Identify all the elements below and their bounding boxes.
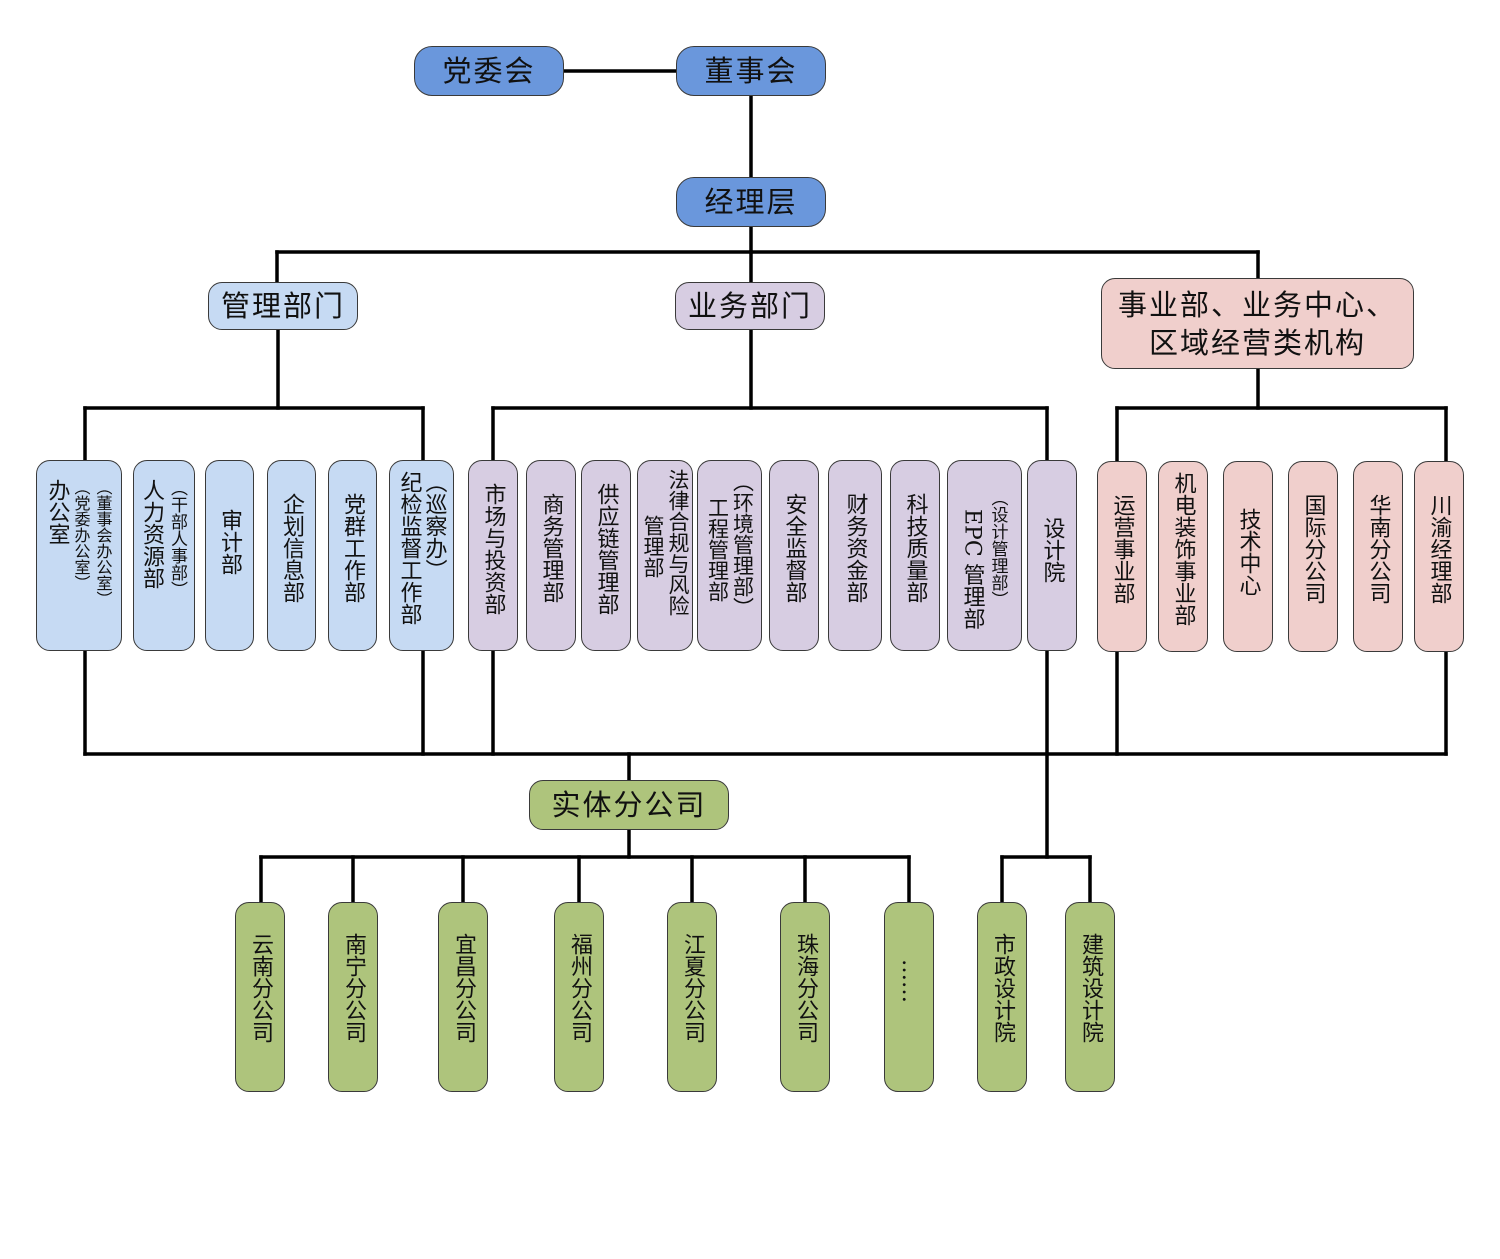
dept-office-line3: 办公室 xyxy=(44,479,70,545)
dept-office: （董事会办公室） （党委办公室） 办公室 xyxy=(36,460,122,651)
branch-more-label: …… xyxy=(897,959,922,1003)
dept-discipline-line1: （巡察办） xyxy=(421,471,447,581)
dept-international: 国际分公司 xyxy=(1288,461,1338,652)
dept-hr-line2: 人力资源部 xyxy=(139,479,164,589)
dept-tech-quality: 科技质量部 xyxy=(890,460,940,651)
dept-finance-label: 财务资金部 xyxy=(842,493,868,603)
dept-sichuan-chongqing: 川渝经理部 xyxy=(1414,461,1464,652)
business-group-label: 业务部门 xyxy=(687,289,812,323)
institute-architecture-label: 建筑设计院 xyxy=(1078,933,1103,1043)
branch-yunnan-label: 云南分公司 xyxy=(248,933,273,1043)
admin-group-label: 管理部门 xyxy=(220,289,345,323)
dept-south-china-label: 华南分公司 xyxy=(1365,494,1391,604)
dept-mep-decoration-label: 机电装饰事业部 xyxy=(1170,472,1196,626)
branch-zhuhai: 珠海分公司 xyxy=(780,902,830,1092)
dept-commerce: 商务管理部 xyxy=(526,460,576,651)
dept-market-investment: 市场与投资部 xyxy=(468,460,518,651)
dept-engineering-line1: （环境管理部） xyxy=(730,471,755,618)
board-label: 董事会 xyxy=(704,54,798,88)
institute-architecture: 建筑设计院 xyxy=(1065,902,1115,1092)
dept-epc-line2: EPC 管理部 xyxy=(959,509,985,630)
division-group-label-2: 区域经营类机构 xyxy=(1148,325,1366,360)
dept-commerce-label: 商务管理部 xyxy=(538,493,564,603)
branch-more: …… xyxy=(884,902,934,1092)
branch-jiangxia: 江夏分公司 xyxy=(667,902,717,1092)
dept-audit-label: 审计部 xyxy=(217,509,242,575)
dept-legal-risk-line1: 法律合规与风险 xyxy=(666,469,690,616)
dept-planning-label: 企划信息部 xyxy=(279,493,304,603)
party-committee-label: 党委会 xyxy=(442,54,536,88)
dept-market-investment-label: 市场与投资部 xyxy=(480,483,506,615)
business-group-box: 业务部门 xyxy=(675,282,825,330)
dept-finance: 财务资金部 xyxy=(828,460,882,651)
management-label: 经理层 xyxy=(704,185,798,219)
branch-zhuhai-label: 珠海分公司 xyxy=(793,933,818,1043)
branch-yunnan: 云南分公司 xyxy=(235,902,285,1092)
dept-sichuan-chongqing-label: 川渝经理部 xyxy=(1426,494,1452,604)
branch-fuzhou: 福州分公司 xyxy=(554,902,604,1092)
dept-hr-line1: （干部人事部） xyxy=(167,479,187,598)
dept-party-affairs-label: 党群工作部 xyxy=(340,493,365,603)
dept-epc-line1: （设计管理部） xyxy=(987,489,1008,608)
dept-legal-risk: 法律合规与风险 管理部 xyxy=(637,460,693,651)
admin-group-box: 管理部门 xyxy=(208,282,358,330)
dept-international-label: 国际分公司 xyxy=(1300,494,1326,604)
entity-branches-box: 实体分公司 xyxy=(529,780,729,830)
dept-discipline-line2: 纪检监督工作部 xyxy=(396,471,422,625)
dept-south-china: 华南分公司 xyxy=(1353,461,1403,652)
branch-nanning: 南宁分公司 xyxy=(328,902,378,1092)
dept-design-institute: 设计院 xyxy=(1027,460,1077,651)
dept-supply-chain-label: 供应链管理部 xyxy=(593,483,619,615)
dept-design-institute-label: 设计院 xyxy=(1039,517,1065,583)
dept-audit: 审计部 xyxy=(205,460,254,651)
branch-jiangxia-label: 江夏分公司 xyxy=(680,933,705,1043)
dept-supply-chain: 供应链管理部 xyxy=(581,460,631,651)
dept-office-line2: （党委办公室） xyxy=(71,479,91,591)
dept-engineering: （环境管理部） 工程管理部 xyxy=(697,460,762,651)
board-box: 董事会 xyxy=(676,46,826,96)
institute-municipal-label: 市政设计院 xyxy=(990,933,1015,1043)
dept-legal-risk-line2: 管理部 xyxy=(641,515,665,578)
division-group-box: 事业部、业务中心、 区域经营类机构 xyxy=(1101,278,1414,369)
dept-office-line1: （董事会办公室） xyxy=(93,479,113,607)
dept-operations-label: 运营事业部 xyxy=(1109,494,1135,604)
dept-planning: 企划信息部 xyxy=(267,460,316,651)
dept-party-affairs: 党群工作部 xyxy=(328,460,377,651)
dept-safety-label: 安全监督部 xyxy=(781,493,807,603)
branch-yichang: 宜昌分公司 xyxy=(438,902,488,1092)
division-group-label-1: 事业部、业务中心、 xyxy=(1117,287,1397,322)
dept-hr: （干部人事部） 人力资源部 xyxy=(133,460,195,651)
branch-yichang-label: 宜昌分公司 xyxy=(451,933,476,1043)
branch-fuzhou-label: 福州分公司 xyxy=(567,933,592,1043)
dept-epc: （设计管理部） EPC 管理部 xyxy=(947,460,1022,651)
dept-discipline: （巡察办） 纪检监督工作部 xyxy=(389,460,454,651)
dept-tech-center: 技术中心 xyxy=(1223,461,1273,652)
management-box: 经理层 xyxy=(676,177,826,227)
dept-engineering-line2: 工程管理部 xyxy=(705,497,730,602)
party-committee-box: 党委会 xyxy=(414,46,564,96)
entity-branches-label: 实体分公司 xyxy=(551,788,707,822)
dept-mep-decoration: 机电装饰事业部 xyxy=(1158,461,1208,652)
dept-tech-quality-label: 科技质量部 xyxy=(902,493,928,603)
branch-nanning-label: 南宁分公司 xyxy=(341,933,366,1043)
dept-safety: 安全监督部 xyxy=(769,460,819,651)
dept-tech-center-label: 技术中心 xyxy=(1235,508,1261,596)
institute-municipal: 市政设计院 xyxy=(977,902,1027,1092)
dept-operations: 运营事业部 xyxy=(1097,461,1147,652)
